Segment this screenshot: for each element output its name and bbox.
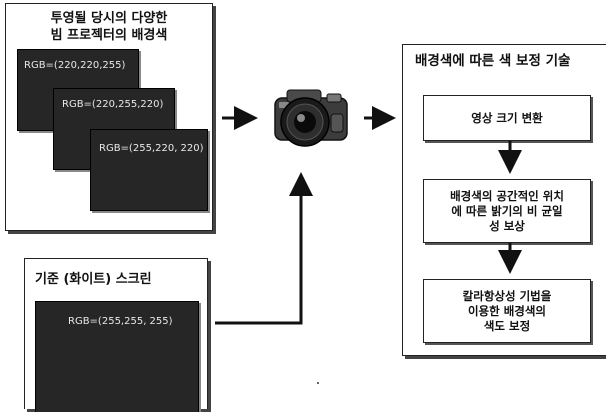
arrow-reference-to-camera bbox=[215, 172, 313, 325]
reference-rgb-label: RGB=(255,255, 255) bbox=[68, 316, 173, 327]
camera-icon bbox=[265, 84, 355, 156]
rgb-label-2: RGB=(220,255,220) bbox=[62, 99, 164, 110]
reference-panel-title: 기준 (화이트) 스크린 bbox=[35, 272, 152, 287]
step-3-line-3: 색도 보정 bbox=[483, 318, 531, 333]
step-brightness-compensation: 배경색의 공간적인 위치 에 따른 밝기의 비 균일 성 보상 bbox=[423, 179, 591, 243]
stray-dot bbox=[317, 382, 319, 384]
projector-panel-title-line2: 빔 프로젝터의 배경색 bbox=[50, 28, 168, 43]
step-2-line-2: 에 따른 밝기의 비 균일 bbox=[451, 203, 563, 218]
projector-panel-title-line1: 투영될 당시의 다양한 bbox=[50, 11, 168, 26]
step-chromaticity-correction: 칼라항상성 기법을 이용한 배경색의 색도 보정 bbox=[423, 279, 591, 343]
step-1-line-1: 영상 크기 변환 bbox=[471, 110, 543, 125]
projector-screen-sample-3: RGB=(255,220, 220) bbox=[90, 129, 208, 211]
reference-screen-panel: 기준 (화이트) 스크린 RGB=(255,255, 255) bbox=[24, 258, 208, 412]
flow-arrows bbox=[215, 106, 522, 384]
step-2-line-3: 성 보상 bbox=[489, 218, 525, 233]
rgb-label-3: RGB=(255,220, 220) bbox=[99, 143, 204, 154]
step-3-line-1: 칼라항상성 기법을 bbox=[462, 288, 552, 303]
correction-panel-title: 배경색에 따른 색 보정 기술 bbox=[415, 53, 571, 69]
rgb-label-1: RGB=(220,220,255) bbox=[24, 60, 126, 71]
projector-panel-title: 투영될 당시의 다양한 빔 프로젝터의 배경색 bbox=[6, 10, 212, 44]
projector-background-panel: 투영될 당시의 다양한 빔 프로젝터의 배경색 RGB=(220,220,255… bbox=[5, 3, 213, 231]
step-2-line-1: 배경색의 공간적인 위치 bbox=[450, 188, 564, 203]
reference-screen-sample: RGB=(255,255, 255) bbox=[35, 301, 199, 412]
step-image-resize: 영상 크기 변환 bbox=[423, 95, 591, 141]
color-correction-panel: 배경색에 따른 색 보정 기술 영상 크기 변환 배경색의 공간적인 위치 에 … bbox=[402, 44, 606, 356]
step-3-line-2: 이용한 배경색의 bbox=[467, 303, 547, 318]
